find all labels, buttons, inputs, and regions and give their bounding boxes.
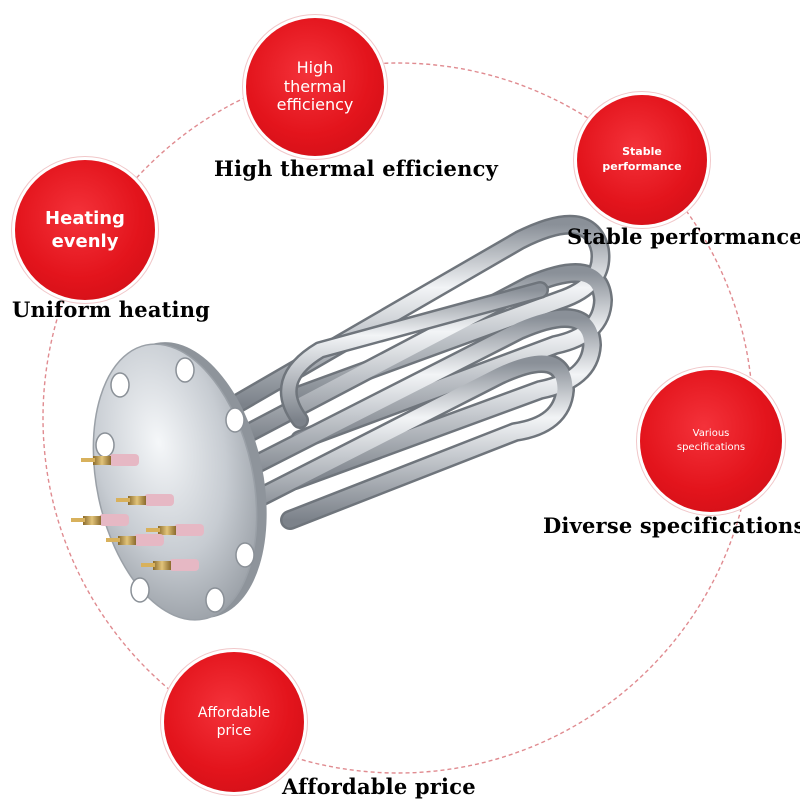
caption-uniform-heating: Uniform heating — [12, 297, 211, 322]
bubble-affordable-price: Affordable price — [164, 652, 304, 792]
terminal-posts — [71, 454, 204, 571]
caption-high-thermal-efficiency: High thermal efficiency — [214, 156, 498, 181]
bubble-high-thermal-efficiency: High thermal efficiency — [246, 18, 384, 156]
bubble-various-specifications: Various specifications — [640, 370, 782, 512]
caption-stable-performance: Stable performance — [567, 224, 800, 249]
heating-tubes — [225, 214, 613, 530]
caption-diverse-specifications: Diverse specifications — [543, 513, 800, 538]
bubble-heating-evenly: Heating evenly — [15, 160, 155, 300]
caption-affordable-price: Affordable price — [282, 774, 476, 799]
bubble-stable-performance: Stable performance — [577, 95, 707, 225]
flange-plate — [92, 342, 267, 621]
